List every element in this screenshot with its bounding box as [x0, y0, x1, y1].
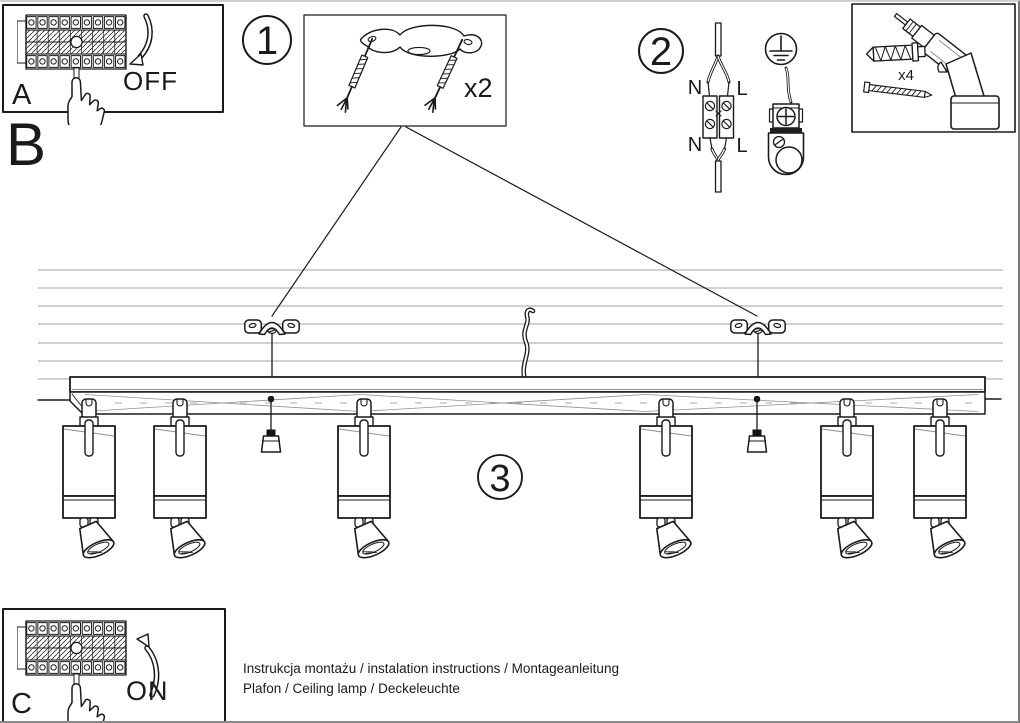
- spotlight-4: [640, 399, 693, 561]
- earth-symbol-icon: [764, 32, 798, 66]
- step1-pointer-lines: [271, 126, 758, 317]
- spotlight-6: [914, 399, 967, 561]
- ground-clamp-icon: [767, 66, 805, 176]
- step-c-label: C: [11, 688, 32, 720]
- step3-badge: 3: [477, 454, 523, 500]
- step1-figure: 1 x2: [242, 14, 507, 127]
- step-c-box: C ON: [2, 608, 226, 721]
- wire-label-top-l: L: [736, 78, 747, 100]
- step2-number: 2: [650, 30, 672, 74]
- wire-label-bottom-n: N: [688, 134, 702, 156]
- step2-figure: 2 N: [638, 22, 805, 193]
- spotlight-2: [154, 399, 207, 561]
- step-c-action: ON: [126, 676, 169, 706]
- spotlight-5: [821, 399, 874, 561]
- mounting-bracket-left: [245, 320, 299, 335]
- footer-line1: Instrukcja montażu / instalation instruc…: [243, 661, 619, 676]
- terminal-block-icon: [702, 22, 735, 193]
- wire-label-top-n: N: [688, 77, 702, 99]
- mains-cable: [521, 307, 536, 383]
- mounting-strap-icon: [359, 24, 483, 57]
- step1-quantity: x2: [464, 73, 493, 103]
- mounting-bracket-right: [731, 320, 785, 335]
- step-a-box: A OFF: [2, 4, 224, 133]
- wire-label-bottom-l: L: [736, 135, 747, 157]
- wall-plug-icon: [865, 42, 926, 62]
- spotlight-1: [63, 399, 116, 561]
- step-b-label: B: [6, 111, 46, 178]
- step3-number: 3: [489, 458, 510, 500]
- spotlight-3: [338, 399, 391, 561]
- tools-box: x4: [851, 3, 1016, 133]
- step1-number: 1: [256, 19, 278, 63]
- arrow-down-icon: [129, 13, 153, 66]
- step-a-label: A: [12, 79, 32, 111]
- anchor-quantity: x4: [898, 67, 914, 84]
- footer-line2: Plafon / Ceiling lamp / Deckeleuchte: [243, 681, 460, 696]
- footer: Instrukcja montażu / instalation instruc…: [243, 661, 619, 696]
- arrow-up-icon: [136, 633, 160, 698]
- wood-screw-icon: [863, 81, 933, 98]
- step-a-action: OFF: [123, 66, 178, 96]
